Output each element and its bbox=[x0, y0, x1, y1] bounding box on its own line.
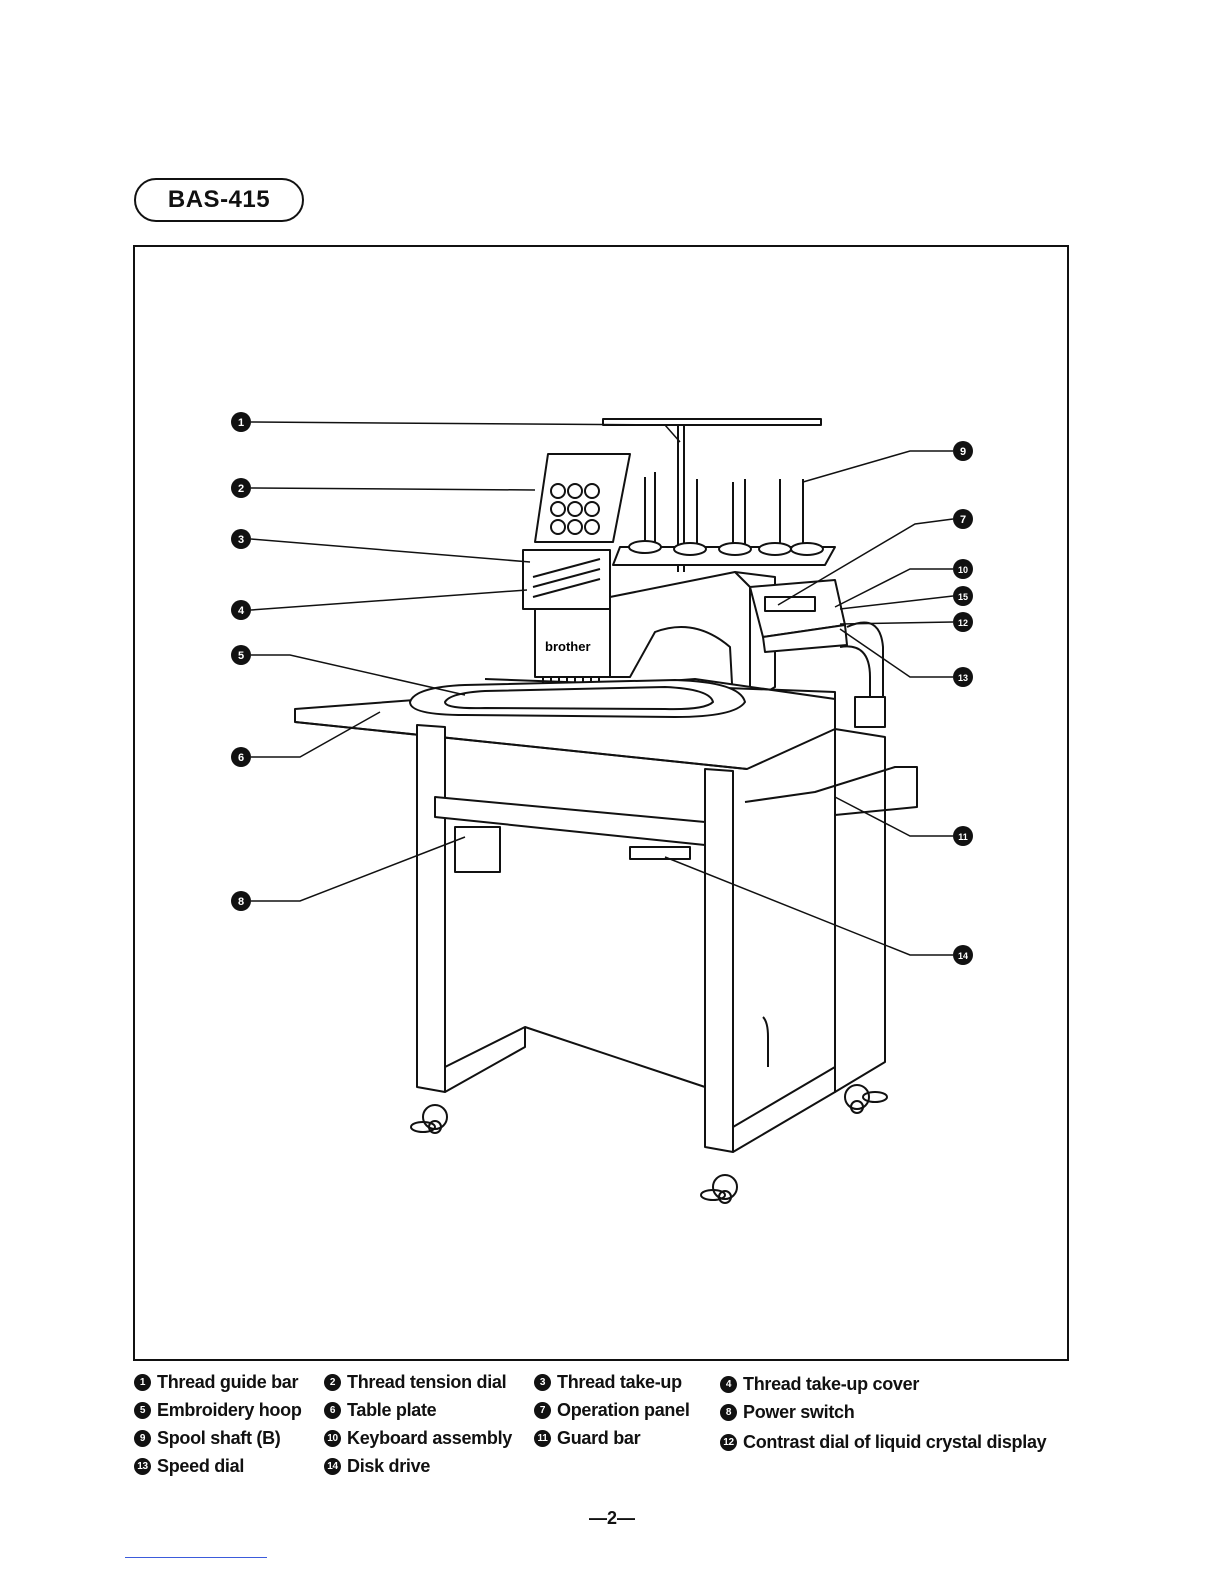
legend-item: 2 Thread tension dial bbox=[324, 1372, 507, 1393]
legend-item: 1 Thread guide bar bbox=[134, 1372, 299, 1393]
legend-item: 4 Thread take-up cover bbox=[720, 1374, 919, 1395]
svg-text:8: 8 bbox=[238, 896, 244, 908]
machine-head-drawing bbox=[534, 571, 776, 703]
callout-2: 2 bbox=[231, 478, 251, 498]
callout-11: 11 bbox=[953, 826, 973, 846]
svg-text:9: 9 bbox=[960, 446, 966, 458]
machine-figure: brother 1 2 bbox=[133, 245, 1069, 1361]
callout-6: 6 bbox=[231, 747, 251, 767]
brand-label: brother bbox=[545, 639, 591, 654]
svg-text:12: 12 bbox=[958, 618, 968, 628]
model-label: BAS-415 bbox=[167, 186, 271, 213]
casters-drawing bbox=[410, 1084, 888, 1204]
callout-7: 7 bbox=[953, 509, 973, 529]
tension-panel-drawing bbox=[534, 453, 631, 543]
callout-14: 14 bbox=[953, 945, 973, 965]
legend-item: 13 Speed dial bbox=[134, 1456, 244, 1477]
embroidery-hoop-drawing bbox=[409, 679, 746, 718]
svg-text:2: 2 bbox=[238, 483, 244, 495]
svg-text:6: 6 bbox=[238, 752, 244, 764]
callout-13: 13 bbox=[953, 667, 973, 687]
legend-item: 7 Operation panel bbox=[534, 1400, 690, 1421]
leader-lines bbox=[250, 421, 954, 956]
machine-illustration: brother 1 2 bbox=[231, 412, 973, 1204]
callout-9: 9 bbox=[953, 441, 973, 461]
svg-text:5: 5 bbox=[238, 650, 244, 662]
page-number: —2— bbox=[588, 1508, 635, 1528]
svg-text:10: 10 bbox=[958, 565, 968, 575]
svg-text:13: 13 bbox=[958, 673, 968, 683]
legend-item: 10 Keyboard assembly bbox=[324, 1428, 512, 1449]
svg-text:3: 3 bbox=[238, 534, 244, 546]
callout-15: 15 bbox=[953, 586, 973, 606]
footer-rule bbox=[125, 1557, 267, 1558]
stand-drawing bbox=[416, 724, 918, 1153]
legend-item: 9 Spool shaft (B) bbox=[134, 1428, 281, 1449]
callout-4: 4 bbox=[231, 600, 251, 620]
spool-stand-drawing bbox=[612, 472, 836, 566]
legend-item: 14 Disk drive bbox=[324, 1456, 430, 1477]
svg-text:1: 1 bbox=[238, 417, 244, 429]
svg-text:15: 15 bbox=[958, 592, 968, 602]
callout-3: 3 bbox=[231, 529, 251, 549]
callout-10: 10 bbox=[953, 559, 973, 579]
svg-text:4: 4 bbox=[238, 605, 245, 617]
take-up-cover-drawing bbox=[522, 549, 611, 610]
legend-item: 12 Contrast dial of liquid crystal displ… bbox=[720, 1432, 1047, 1453]
model-badge: BAS-415 bbox=[134, 178, 304, 222]
legend-item: 6 Table plate bbox=[324, 1400, 437, 1421]
legend-item: 8 Power switch bbox=[720, 1402, 855, 1423]
callout-12: 12 bbox=[953, 612, 973, 632]
operation-panel-drawing bbox=[749, 579, 886, 728]
svg-text:11: 11 bbox=[958, 832, 968, 842]
callout-8: 8 bbox=[231, 891, 251, 911]
legend-item: 3 Thread take-up bbox=[534, 1372, 682, 1393]
callout-5: 5 bbox=[231, 645, 251, 665]
callout-1: 1 bbox=[231, 412, 251, 432]
legend-item: 11 Guard bar bbox=[534, 1428, 641, 1449]
svg-text:7: 7 bbox=[960, 514, 966, 526]
legend-item: 5 Embroidery hoop bbox=[134, 1400, 302, 1421]
svg-text:14: 14 bbox=[958, 951, 968, 961]
